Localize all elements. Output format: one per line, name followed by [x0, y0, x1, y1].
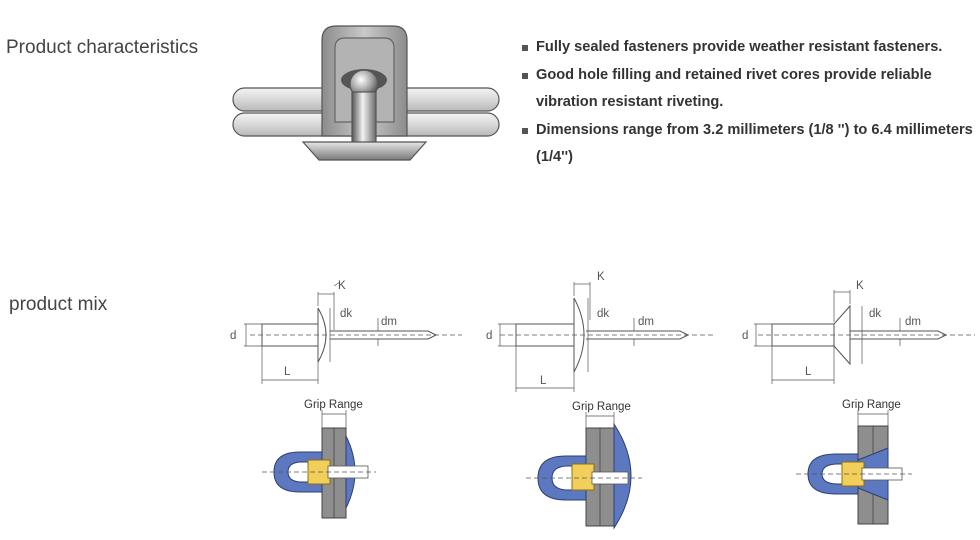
- grip-section-countersunk: [796, 410, 912, 525]
- l-label: L: [284, 366, 291, 378]
- dk-label: dk: [869, 308, 881, 320]
- d-label: d: [486, 330, 492, 342]
- rivet-variant-large-flange: [498, 282, 715, 392]
- rivet-flange: [301, 141, 428, 161]
- feature-text: Dimensions range from 3.2 millimeters (1…: [536, 121, 973, 166]
- grip-range-label: Grip Range: [842, 399, 901, 411]
- dm-label: dm: [638, 316, 654, 328]
- feature-text: Fully sealed fasteners provide weather r…: [536, 39, 943, 55]
- square-bullet-icon: [522, 127, 528, 134]
- rivet-variant-countersunk: [754, 290, 975, 384]
- grip-section-dome: [262, 410, 376, 519]
- k-label: K: [856, 280, 864, 292]
- square-bullet-icon: [522, 45, 528, 51]
- grip-range-label: Grip Range: [572, 401, 631, 413]
- mandrel-core: [571, 463, 595, 491]
- grip-section-large-flange: [526, 412, 642, 530]
- dk-label: dk: [340, 308, 352, 320]
- d-label: d: [230, 330, 236, 342]
- square-bullet-icon: [522, 72, 528, 79]
- k-label: K: [338, 280, 346, 292]
- d-label: d: [742, 330, 748, 342]
- dm-label: dm: [905, 316, 921, 328]
- feature-item: Good hole filling and retained rivet cor…: [522, 62, 978, 117]
- dm-label: dm: [381, 316, 397, 328]
- section-title-product-mix: product mix: [9, 294, 108, 315]
- feature-item: Dimensions range from 3.2 millimeters (1…: [522, 117, 978, 172]
- grip-range-label: Grip Range: [304, 399, 363, 411]
- feature-item: Fully sealed fasteners provide weather r…: [522, 34, 978, 62]
- l-label: L: [805, 366, 812, 378]
- feature-list: Fully sealed fasteners provide weather r…: [522, 34, 978, 172]
- k-label: K: [597, 271, 605, 283]
- l-label: L: [540, 375, 547, 387]
- section-title-characteristics: Product characteristics: [6, 37, 199, 58]
- sealed-rivet-illustration: [232, 25, 500, 161]
- dk-label: dk: [597, 308, 609, 320]
- rivet-variant-dome: [244, 281, 462, 384]
- feature-text: Good hole filling and retained rivet cor…: [536, 66, 932, 111]
